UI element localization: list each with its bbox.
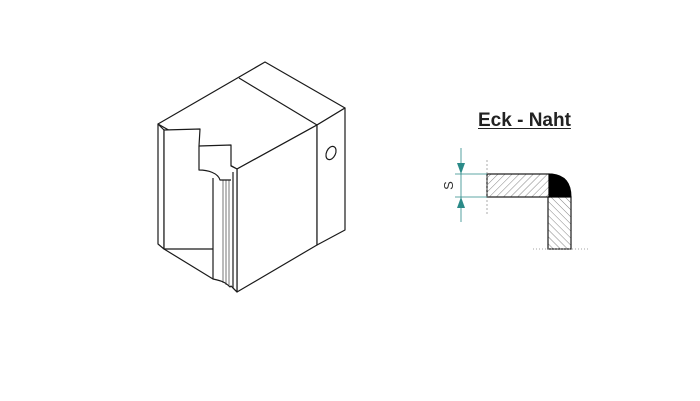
dimension-arrow-top [457, 163, 465, 174]
dimension-arrow-bottom [457, 197, 465, 208]
diagram-title: Eck - Naht [478, 110, 571, 131]
notch-step [198, 146, 231, 181]
weld-seam [548, 173, 572, 198]
dimension-label: S [440, 181, 456, 190]
block-left-face [163, 128, 238, 293]
bore-hole [325, 145, 337, 161]
weld-section-view [455, 148, 590, 250]
block-right-face [316, 107, 346, 246]
vertical-plate [547, 196, 572, 250]
isometric-block [157, 61, 346, 293]
block-left-strip [157, 123, 165, 250]
horizontal-plate [486, 173, 550, 198]
top-seam-line [238, 77, 318, 126]
